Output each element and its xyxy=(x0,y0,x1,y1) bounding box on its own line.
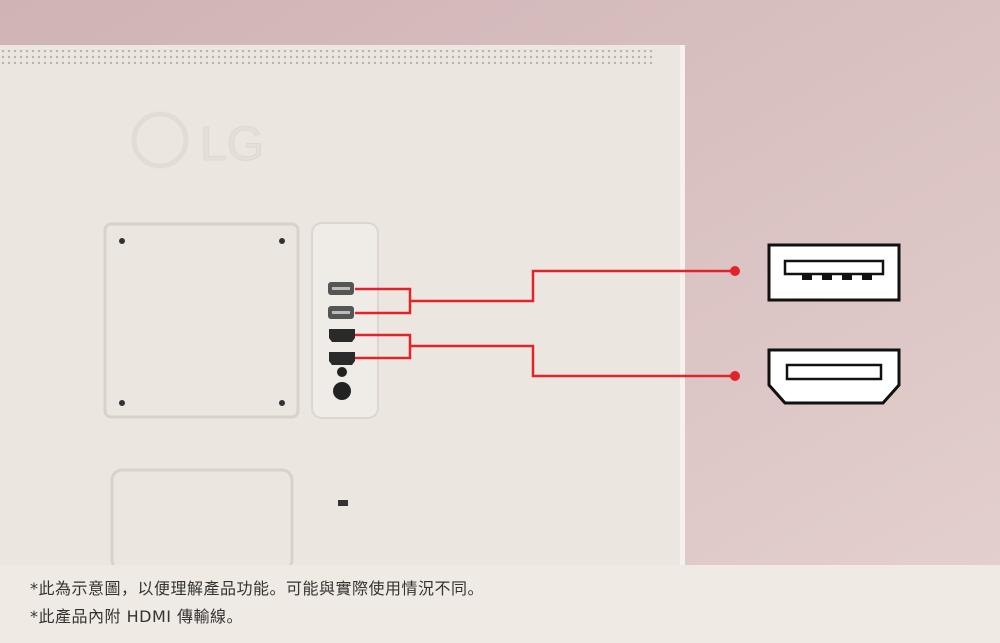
hdmi-icon xyxy=(767,348,901,405)
caption-area: *此為示意圖，以便理解產品功能。可能與實際使用情況不同。 *此產品內附 HDMI… xyxy=(0,565,1000,643)
caption-included-cable: *此產品內附 HDMI 傳輸線。 xyxy=(30,607,244,626)
usb-callout-line xyxy=(355,269,735,315)
port-panel xyxy=(311,222,379,419)
usb-port xyxy=(328,282,354,295)
usb-port xyxy=(328,306,354,319)
stand-mount xyxy=(110,468,294,565)
hdmi-callout-line xyxy=(355,333,735,378)
power-port xyxy=(333,382,351,400)
caption-disclaimer: *此為示意圖，以便理解產品功能。可能與實際使用情況不同。 xyxy=(30,579,485,598)
svg-text:LG: LG xyxy=(200,118,264,171)
monitor-rear-illustration: LG xyxy=(0,0,1000,565)
audio-jack xyxy=(337,367,347,377)
usb-a-icon xyxy=(767,243,901,302)
lg-logo: LG xyxy=(131,111,265,172)
hdmi-port xyxy=(329,352,355,365)
vesa-mount-plate xyxy=(103,222,300,419)
vent-grille xyxy=(0,50,656,64)
hdmi-port xyxy=(329,329,355,342)
